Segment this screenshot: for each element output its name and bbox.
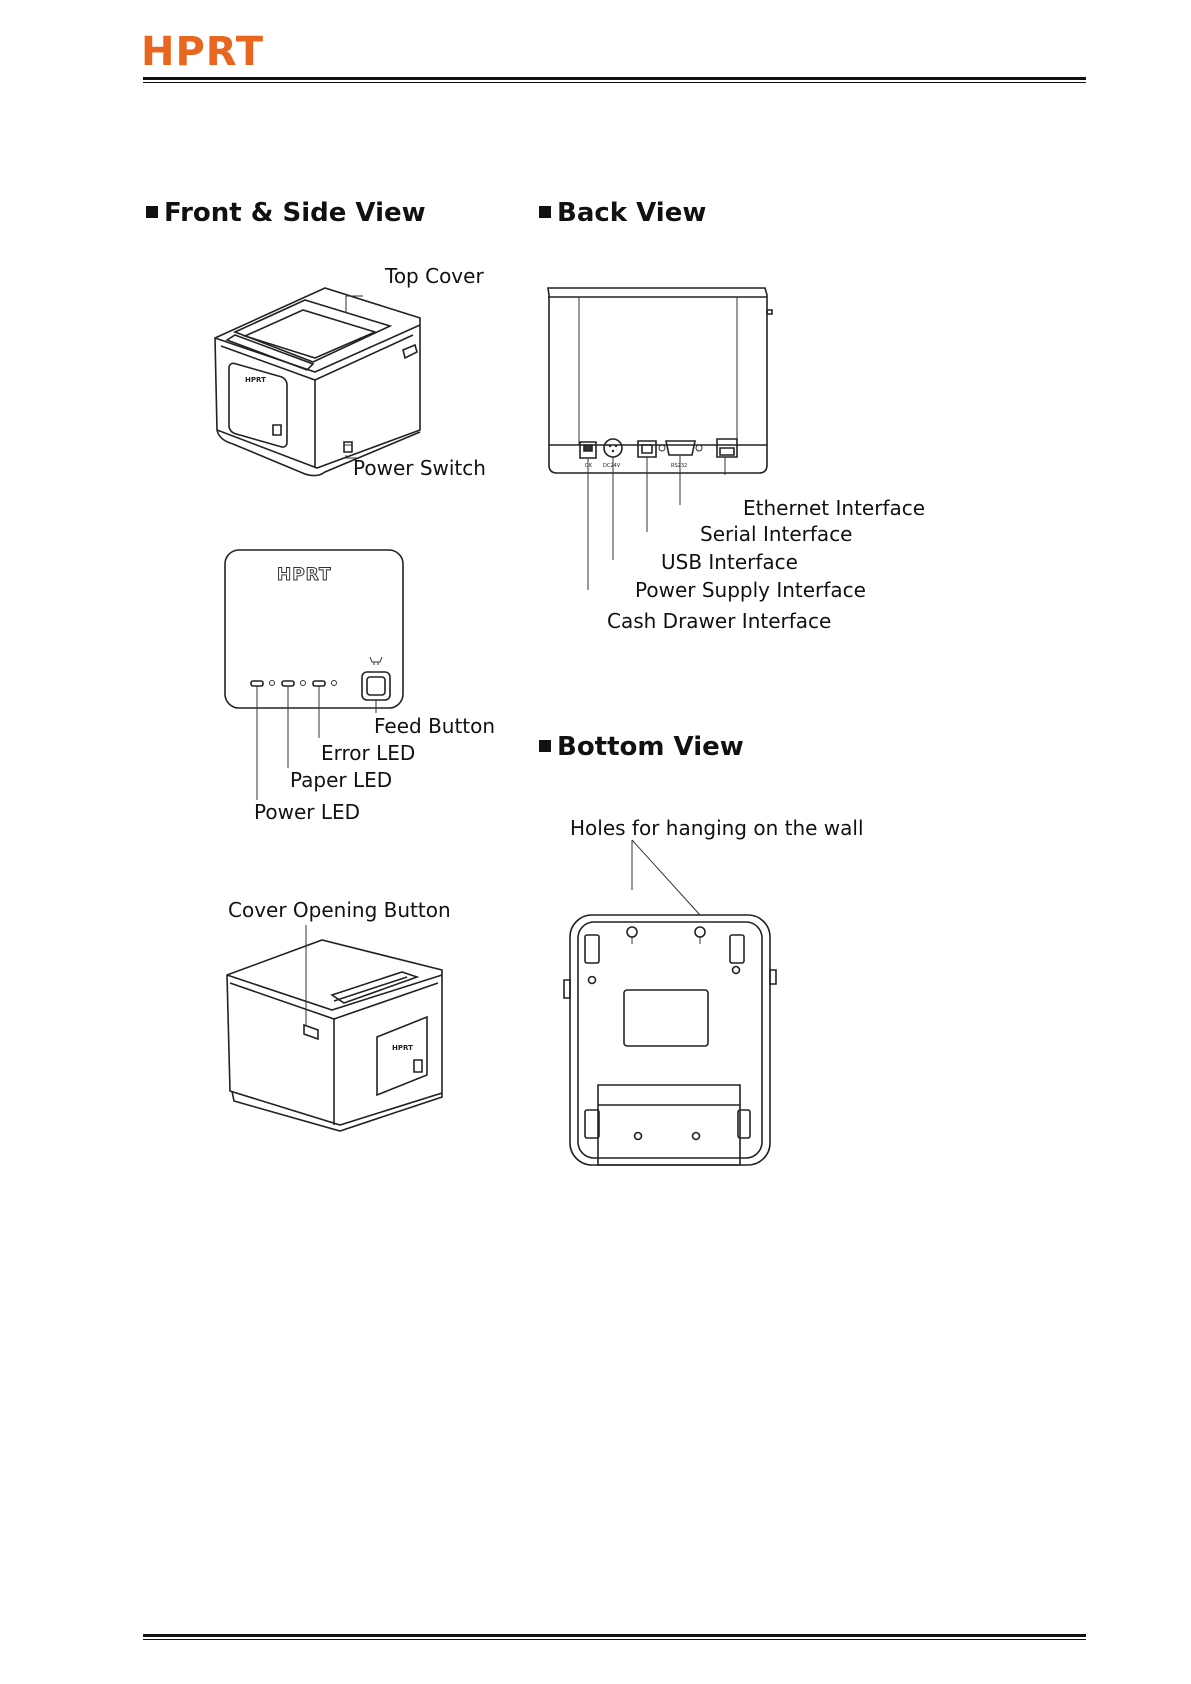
label-error-led: Error LED	[321, 743, 415, 763]
section-title-back: Back View	[539, 198, 706, 228]
hprt-logo: HPRT	[141, 32, 264, 72]
printer-back-figure: DK DC24V RS232	[545, 285, 785, 475]
port-dc-label: DC24V	[603, 463, 621, 469]
label-top-cover: Top Cover	[385, 266, 484, 286]
panel-logo: HPRT	[277, 565, 332, 585]
header-rule-thin	[143, 82, 1086, 83]
error-led	[313, 681, 325, 686]
label-holes-for-hanging: Holes for hanging on the wall	[570, 818, 864, 838]
label-usb-interface: USB Interface	[661, 552, 798, 572]
section-title-front-side: Front & Side View	[146, 198, 426, 228]
power-led	[251, 681, 263, 686]
paper-led	[282, 681, 294, 686]
label-cash-drawer-interface: Cash Drawer Interface	[607, 611, 831, 631]
label-power-supply-interface: Power Supply Interface	[635, 580, 866, 600]
label-serial-interface: Serial Interface	[700, 524, 853, 544]
label-ethernet-interface: Ethernet Interface	[743, 498, 925, 518]
label-feed-button: Feed Button	[374, 716, 495, 736]
section-title-bottom: Bottom View	[539, 732, 744, 762]
label-paper-led: Paper LED	[290, 770, 392, 790]
footer-rule-thin	[143, 1639, 1086, 1640]
front-panel-logo: HPRT	[245, 376, 266, 384]
printer-cover-opening-figure: HPRT	[222, 925, 462, 1135]
footer-rule-thick	[143, 1634, 1086, 1637]
port-dk-label: DK	[585, 463, 593, 469]
header-rule-thick	[143, 77, 1086, 80]
label-power-switch: Power Switch	[353, 458, 486, 478]
label-cover-opening-button: Cover Opening Button	[228, 900, 451, 920]
printer-bottom-figure	[560, 840, 780, 1170]
side-panel-logo: HPRT	[392, 1044, 413, 1052]
port-rs232-label: RS232	[671, 463, 687, 469]
label-power-led: Power LED	[254, 802, 360, 822]
